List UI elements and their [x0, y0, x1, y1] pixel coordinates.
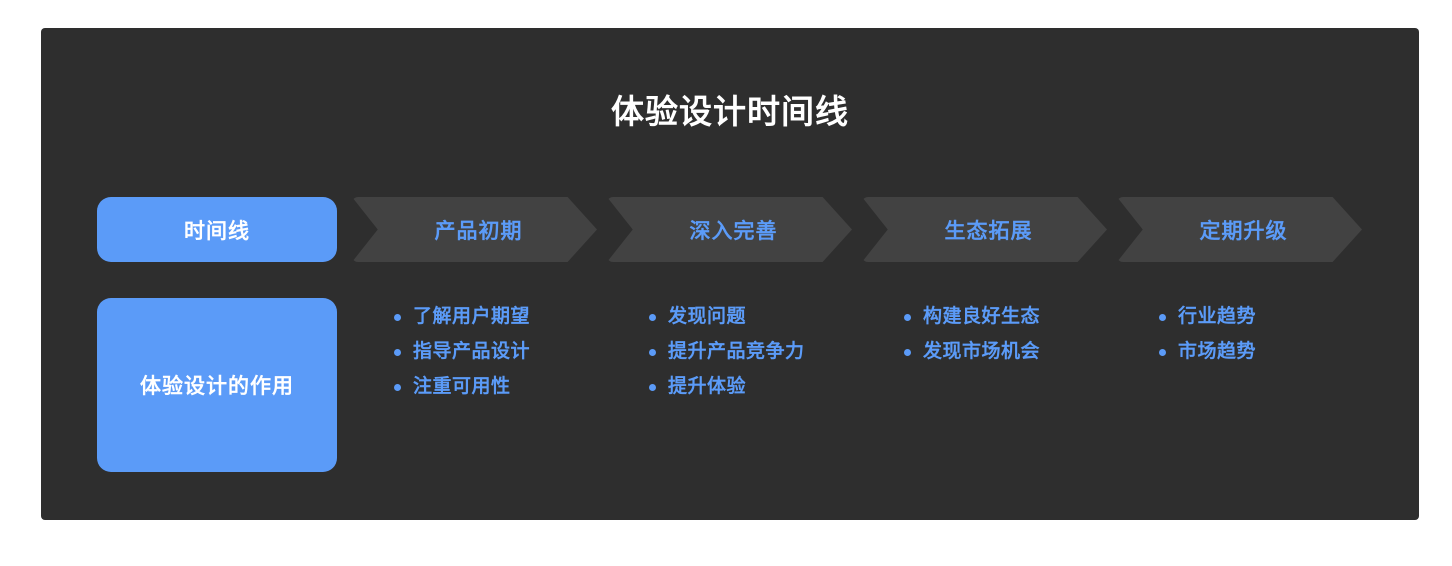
- bullet-dot-icon: [394, 384, 401, 391]
- list-item: 提升产品竞争力: [637, 339, 887, 365]
- stage-chevron-2-label: 深入完善: [689, 219, 778, 243]
- bullet-dot-icon: [1159, 314, 1166, 321]
- stage-detail-column-4: 行业趋势 市场趋势: [1147, 304, 1397, 374]
- list-item: 发现问题: [637, 304, 887, 330]
- bullet-dot-icon: [904, 349, 911, 356]
- list-item-label: 发现市场机会: [923, 341, 1041, 362]
- list-item-label: 注重可用性: [413, 376, 511, 397]
- row-label-role-text: 体验设计的作用: [140, 375, 294, 398]
- stage-detail-row: 了解用户期望 指导产品设计 注重可用性 发现问题 提升产品: [352, 304, 1412, 474]
- list-item: 市场趋势: [1147, 339, 1397, 365]
- row-label-timeline[interactable]: 时间线: [97, 197, 337, 262]
- stage-chevron-3[interactable]: 生态拓展: [862, 197, 1107, 262]
- stage-chevron-3-label: 生态拓展: [944, 219, 1033, 243]
- list-item-label: 指导产品设计: [413, 341, 531, 362]
- bullet-dot-icon: [649, 349, 656, 356]
- list-item-label: 行业趋势: [1178, 306, 1257, 327]
- page-title: 体验设计时间线: [611, 93, 849, 130]
- bullet-dot-icon: [394, 349, 401, 356]
- bullet-dot-icon: [1159, 349, 1166, 356]
- row-label-role[interactable]: 体验设计的作用: [97, 298, 337, 472]
- timeline-card: 体验设计时间线 时间线 体验设计的作用 产品初期 深入完善 生态拓展 定期升级: [41, 28, 1419, 520]
- list-item: 提升体验: [637, 374, 887, 400]
- bullet-dot-icon: [904, 314, 911, 321]
- list-item: 了解用户期望: [382, 304, 632, 330]
- stage-chevron-4-label: 定期升级: [1199, 219, 1288, 243]
- list-item: 行业趋势: [1147, 304, 1397, 330]
- list-item-label: 了解用户期望: [413, 306, 531, 327]
- stage-chevron-2[interactable]: 深入完善: [607, 197, 852, 262]
- list-item-label: 提升体验: [668, 376, 747, 397]
- stage-chevron-4[interactable]: 定期升级: [1117, 197, 1362, 262]
- list-item-label: 发现问题: [668, 306, 747, 327]
- list-item: 注重可用性: [382, 374, 632, 400]
- list-item: 发现市场机会: [892, 339, 1142, 365]
- list-item-label: 构建良好生态: [923, 306, 1041, 327]
- list-item: 构建良好生态: [892, 304, 1142, 330]
- stage-detail-column-2: 发现问题 提升产品竞争力 提升体验: [637, 304, 887, 409]
- bullet-dot-icon: [394, 314, 401, 321]
- row-label-timeline-text: 时间线: [184, 219, 250, 243]
- stage-chevron-1[interactable]: 产品初期: [352, 197, 597, 262]
- stage-detail-column-1: 了解用户期望 指导产品设计 注重可用性: [382, 304, 632, 409]
- stage-detail-column-3: 构建良好生态 发现市场机会: [892, 304, 1142, 374]
- bullet-dot-icon: [649, 314, 656, 321]
- stage-chevron-1-label: 产品初期: [434, 219, 523, 243]
- list-item-label: 提升产品竞争力: [668, 341, 805, 362]
- stage-chevron-row: 产品初期 深入完善 生态拓展 定期升级: [352, 197, 1372, 262]
- bullet-dot-icon: [649, 384, 656, 391]
- list-item: 指导产品设计: [382, 339, 632, 365]
- list-item-label: 市场趋势: [1178, 341, 1257, 362]
